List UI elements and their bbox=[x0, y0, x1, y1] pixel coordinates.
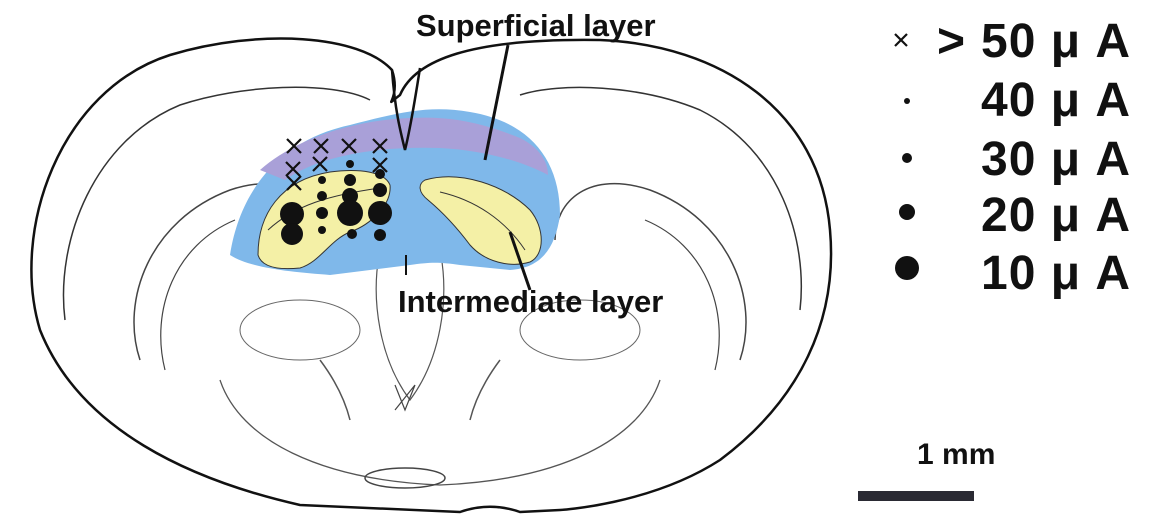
legend-row: > 50 μ A bbox=[885, 18, 1175, 64]
intermediate-layer-label: Intermediate layer bbox=[398, 284, 663, 320]
dot-marker bbox=[337, 200, 363, 226]
legend-row: 10 μ A bbox=[885, 250, 1175, 296]
dot-marker bbox=[344, 174, 356, 186]
legend-row: 40 μ A bbox=[885, 77, 1175, 123]
legend-label: 20 μ A bbox=[981, 188, 1131, 243]
dot-s-symbol-icon bbox=[885, 136, 935, 182]
scale-bar-label: 1 mm bbox=[917, 438, 995, 472]
dot-marker bbox=[373, 183, 387, 197]
legend-label: 50 μ A bbox=[981, 14, 1131, 69]
dot-m-symbol-icon bbox=[885, 192, 935, 238]
dot-marker bbox=[317, 191, 327, 201]
legend-label: 40 μ A bbox=[981, 73, 1131, 128]
legend-prefix: > bbox=[937, 14, 965, 69]
scale-bar bbox=[858, 491, 974, 501]
dot-marker bbox=[368, 201, 392, 225]
cross-symbol-icon bbox=[885, 18, 935, 64]
dot-marker bbox=[281, 223, 303, 245]
dot-marker bbox=[318, 226, 326, 234]
dot-marker bbox=[346, 160, 354, 168]
dot-xs-symbol-icon bbox=[885, 77, 935, 123]
dot-marker bbox=[318, 176, 326, 184]
dot-l-symbol-icon bbox=[885, 250, 935, 296]
legend-label: 30 μ A bbox=[981, 132, 1131, 187]
dot-marker bbox=[280, 202, 304, 226]
dot-marker bbox=[374, 229, 386, 241]
legend-row: 30 μ A bbox=[885, 136, 1175, 182]
dot-marker bbox=[375, 169, 385, 179]
legend-label: 10 μ A bbox=[981, 246, 1131, 301]
legend-row: 20 μ A bbox=[885, 192, 1175, 238]
dot-marker bbox=[347, 229, 357, 239]
dot-marker bbox=[316, 207, 328, 219]
superficial-layer-label: Superficial layer bbox=[416, 8, 656, 44]
